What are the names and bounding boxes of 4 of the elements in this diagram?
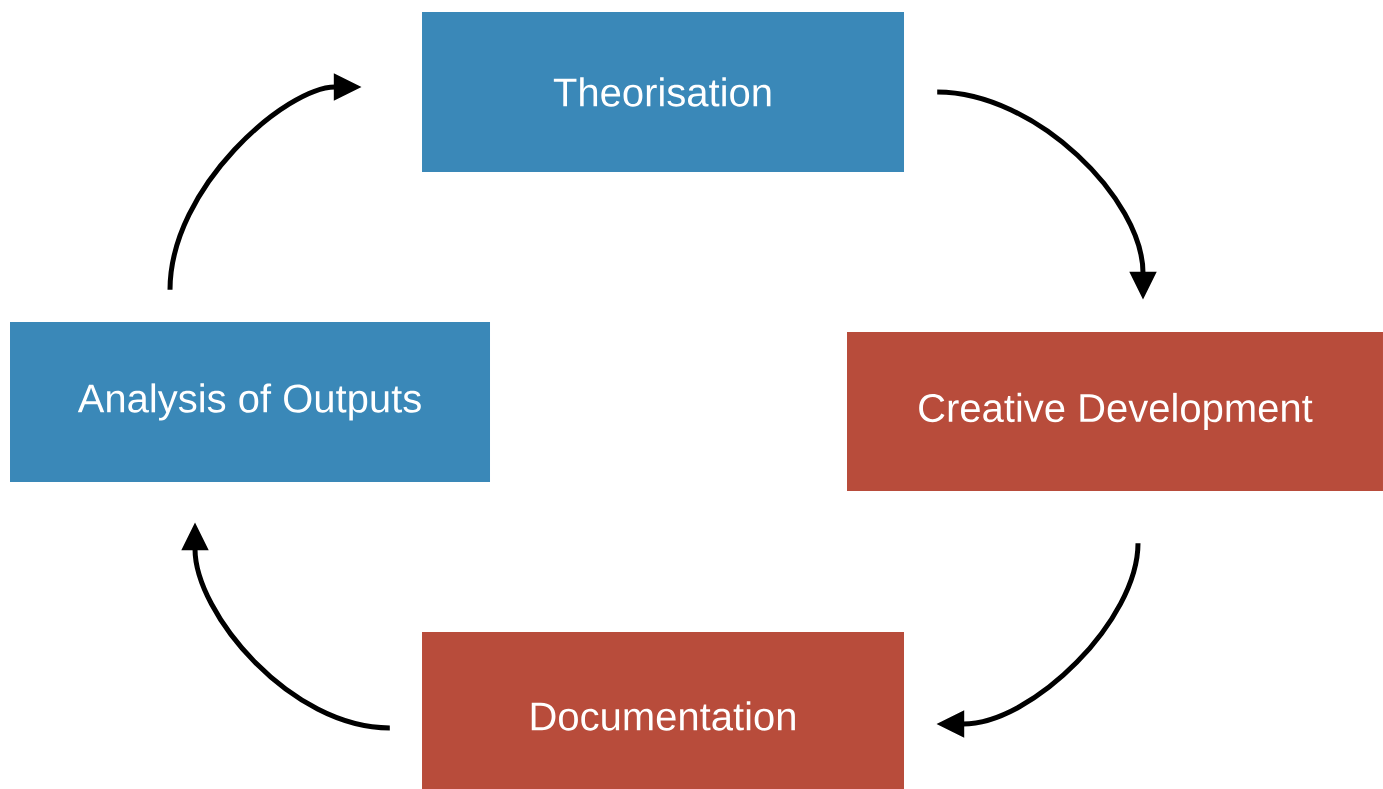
process-box: Creative Development [847, 332, 1383, 491]
process-box: Analysis of Outputs [10, 322, 490, 482]
process-box: Documentation [422, 632, 904, 789]
process-box: Theorisation [422, 12, 904, 172]
